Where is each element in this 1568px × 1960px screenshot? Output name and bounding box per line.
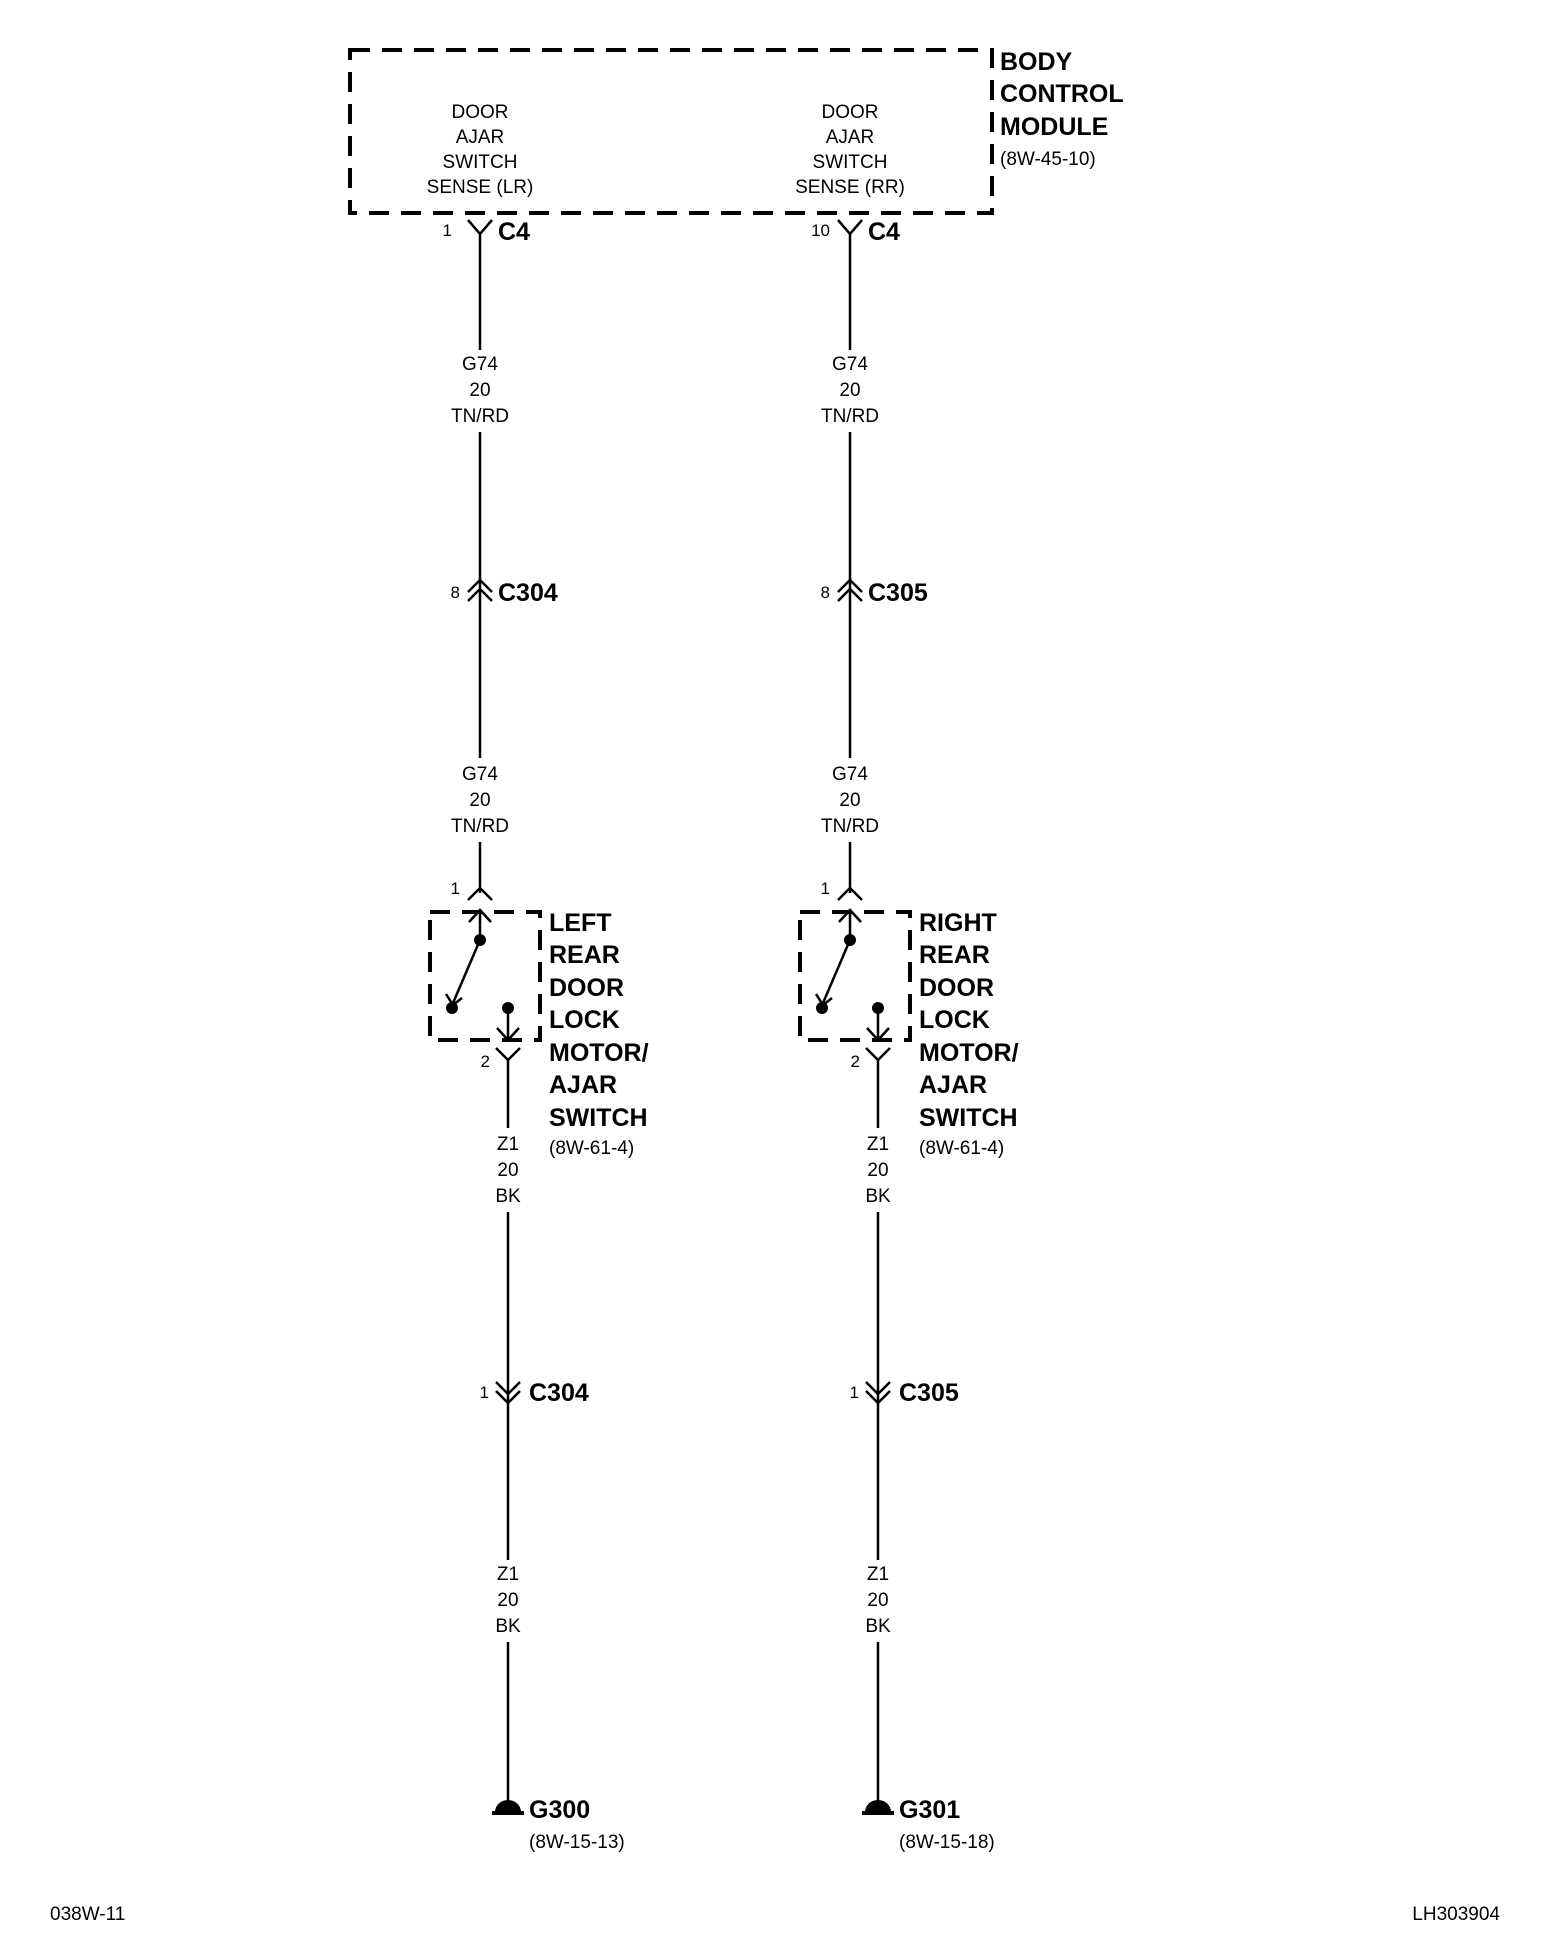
right-switch-pin2-number: 2	[851, 1052, 860, 1071]
right-wire-4-gauge: 20	[867, 1590, 888, 1611]
left-wire-1-gauge: 20	[469, 380, 490, 401]
left-inline2-connector: C304	[529, 1379, 589, 1407]
left-wire-3-color: BK	[495, 1186, 521, 1207]
right-wire-3-color: BK	[865, 1186, 891, 1207]
bcm-left-label-4: SENSE (LR)	[427, 177, 534, 198]
left-wire-1-color: TN/RD	[451, 406, 509, 427]
right-inline2-pin-number: 1	[850, 1383, 859, 1402]
left-switch-label-4: LOCK	[549, 1006, 620, 1034]
right-inline-pin-number: 8	[821, 583, 830, 602]
right-wire-1-color: TN/RD	[821, 406, 879, 427]
left-bcm-pin-symbol	[467, 219, 493, 236]
bcm-right-label-2: AJAR	[826, 127, 875, 148]
right-wire-1-code: G74	[832, 354, 868, 375]
left-switch-label-3: DOOR	[549, 974, 624, 1002]
left-switch-label-2: REAR	[549, 941, 620, 969]
right-wire-3-gauge: 20	[867, 1160, 888, 1181]
right-switch-label-2: REAR	[919, 941, 990, 969]
right-inline2-connector-symbol	[865, 1381, 891, 1405]
left-wire-3-code: Z1	[497, 1134, 519, 1155]
left-wire-2-color: TN/RD	[451, 816, 509, 837]
left-wire-1-code: G74	[462, 354, 498, 375]
bcm-dashed-outline	[348, 48, 994, 215]
bcm-ref: (8W-45-10)	[1000, 149, 1096, 170]
body-control-module: BODY CONTROL MODULE (8W-45-10) DOOR AJAR…	[348, 48, 1124, 215]
left-switch-label-7: SWITCH	[549, 1104, 648, 1132]
left-switch-dashed-outline	[428, 910, 542, 1042]
bcm-left-label-3: SWITCH	[443, 152, 518, 173]
bcm-right-label-1: DOOR	[822, 102, 879, 123]
right-switch-pin1-symbol	[837, 886, 863, 901]
right-switch-contact-left	[816, 1002, 828, 1014]
footer-figure-id: LH303904	[1412, 1904, 1500, 1925]
right-switch-label-3: DOOR	[919, 974, 994, 1002]
right-wire-3-code: Z1	[867, 1134, 889, 1155]
right-switch-label-1: RIGHT	[919, 909, 997, 937]
left-switch-pin2-symbol	[495, 1047, 521, 1062]
left-inline-connector: C304	[498, 579, 558, 607]
left-switch-label-1: LEFT	[549, 909, 612, 937]
right-inline2-connector: C305	[899, 1379, 959, 1407]
left-inline-pin-number: 8	[451, 583, 460, 602]
left-inline2-pin-number: 1	[480, 1383, 489, 1402]
right-switch-ref: (8W-61-4)	[919, 1138, 1004, 1159]
left-bcm-connector: C4	[498, 218, 530, 246]
bcm-left-label-2: AJAR	[456, 127, 505, 148]
right-wire-1-gauge: 20	[839, 380, 860, 401]
right-wire-2-color: TN/RD	[821, 816, 879, 837]
right-wire-2-code: G74	[832, 764, 868, 785]
left-switch-pin1-number: 1	[451, 879, 460, 898]
left-ground-symbol	[495, 1800, 521, 1812]
right-bcm-pin-number: 10	[811, 221, 830, 240]
right-switch-label-4: LOCK	[919, 1006, 990, 1034]
left-wire-4-color: BK	[495, 1616, 521, 1637]
bcm-title-line-2: CONTROL	[1000, 80, 1124, 108]
right-switch-blade	[821, 939, 852, 1004]
bcm-right-label-4: SENSE (RR)	[795, 177, 905, 198]
bcm-title-line-1: BODY	[1000, 48, 1073, 76]
left-switch-ref: (8W-61-4)	[549, 1138, 634, 1159]
right-circuit: 10 C4 G74 20 TN/RD 8 C305 G74 20 TN/RD 1	[798, 218, 1019, 1853]
right-wire-4-code: Z1	[867, 1564, 889, 1585]
left-switch-contact-left	[446, 1002, 458, 1014]
left-bcm-pin-number: 1	[443, 221, 452, 240]
right-ground-ref: (8W-15-18)	[899, 1832, 995, 1853]
left-inline2-connector-symbol	[495, 1381, 521, 1405]
right-ground-label: G301	[899, 1796, 960, 1824]
left-switch-label-6: AJAR	[549, 1071, 617, 1099]
footer-page-code: 038W-11	[50, 1904, 125, 1925]
right-wire-4-color: BK	[865, 1616, 891, 1637]
left-switch-label-5: MOTOR/	[549, 1039, 649, 1067]
right-wire-2-gauge: 20	[839, 790, 860, 811]
right-switch-inner-terminal-bottom	[866, 1027, 890, 1042]
left-wire-4-gauge: 20	[497, 1590, 518, 1611]
left-wire-2-code: G74	[462, 764, 498, 785]
bcm-right-label-3: SWITCH	[813, 152, 888, 173]
left-switch-pin2-number: 2	[481, 1052, 490, 1071]
right-ground-symbol	[865, 1800, 891, 1812]
right-inline-connector: C305	[868, 579, 928, 607]
left-wire-4-code: Z1	[497, 1564, 519, 1585]
left-inline-connector-symbol	[467, 578, 493, 602]
right-inline-connector-symbol	[837, 578, 863, 602]
right-switch-pin1-number: 1	[821, 879, 830, 898]
left-circuit: 1 C4 G74 20 TN/RD 8 C304 G74 20 TN/RD 1	[428, 218, 649, 1853]
left-switch-pin1-symbol	[467, 886, 493, 901]
left-ground-label: G300	[529, 1796, 590, 1824]
bcm-left-label-1: DOOR	[452, 102, 509, 123]
right-switch-label-6: AJAR	[919, 1071, 987, 1099]
left-switch-inner-terminal-bottom	[496, 1027, 520, 1042]
right-switch-pin2-symbol	[865, 1047, 891, 1062]
right-bcm-pin-symbol	[837, 219, 863, 236]
left-ground-ref: (8W-15-13)	[529, 1832, 625, 1853]
right-switch-dashed-outline	[798, 910, 912, 1042]
right-bcm-connector: C4	[868, 218, 900, 246]
left-switch-blade	[451, 939, 482, 1004]
right-switch-label-5: MOTOR/	[919, 1039, 1019, 1067]
right-switch-label-7: SWITCH	[919, 1104, 1018, 1132]
bcm-title-line-3: MODULE	[1000, 113, 1108, 141]
left-wire-2-gauge: 20	[469, 790, 490, 811]
left-wire-3-gauge: 20	[497, 1160, 518, 1181]
